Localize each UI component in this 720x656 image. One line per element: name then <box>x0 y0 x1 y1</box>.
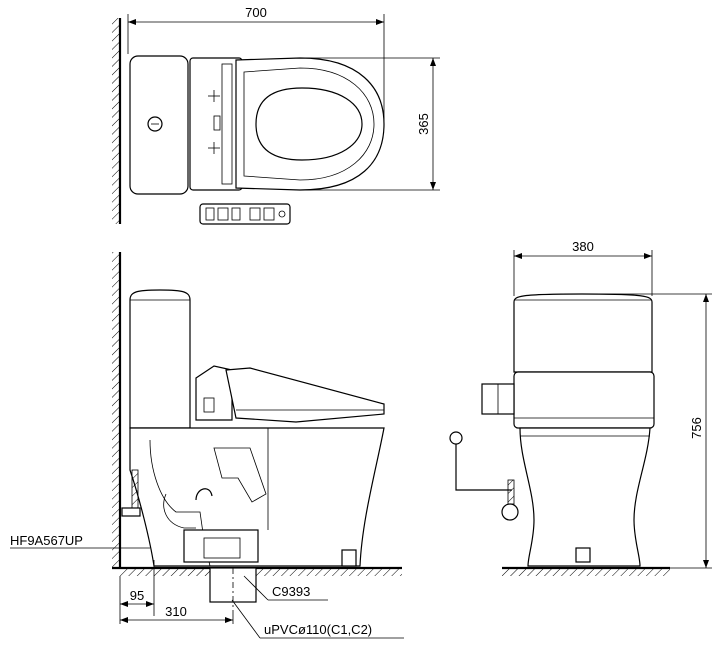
drain-flange <box>183 529 259 563</box>
front-width-label: 380 <box>572 239 594 254</box>
top-depth-label: 365 <box>416 113 431 135</box>
angle-valve <box>121 507 141 517</box>
wall-offset-label: 95 <box>130 588 144 603</box>
top-flush-button <box>147 116 163 132</box>
top-view: 700 365 <box>112 5 440 225</box>
front-tank <box>513 293 653 373</box>
floor-anchor <box>341 549 357 567</box>
side-floor-hatch <box>120 568 402 576</box>
top-bowl-opening <box>255 87 363 161</box>
top-wall-hatch <box>112 18 120 224</box>
front-floor-anchor <box>575 547 591 563</box>
side-trap <box>213 447 267 503</box>
flange-part-label: C9393 <box>272 584 310 599</box>
front-seat-unit <box>513 371 655 429</box>
front-floor-hatch <box>502 568 670 576</box>
top-tank <box>129 55 189 195</box>
front-water-inlet <box>449 431 463 445</box>
front-pedestal <box>519 427 651 567</box>
valve-part-label: HF9A567UP <box>10 533 83 548</box>
rough-in-label: 310 <box>165 604 187 619</box>
angle-valve-pipe <box>131 469 139 511</box>
front-angle-valve <box>501 503 519 521</box>
side-view: HF9A567UP C9393 uPVCø110(C1,C2) 95 310 <box>10 252 404 639</box>
side-wall-hatch <box>112 252 120 568</box>
side-tank <box>129 289 191 429</box>
front-height-label: 756 <box>689 417 704 439</box>
pipe-spec-label: uPVCø110(C1,C2) <box>264 622 372 637</box>
top-width-label: 700 <box>245 5 267 20</box>
side-seat-lid <box>225 367 385 423</box>
front-view: 380 756 <box>449 239 712 576</box>
remote-control <box>199 203 291 225</box>
top-seat-outer <box>235 57 385 191</box>
top-seat-unit <box>189 57 243 191</box>
